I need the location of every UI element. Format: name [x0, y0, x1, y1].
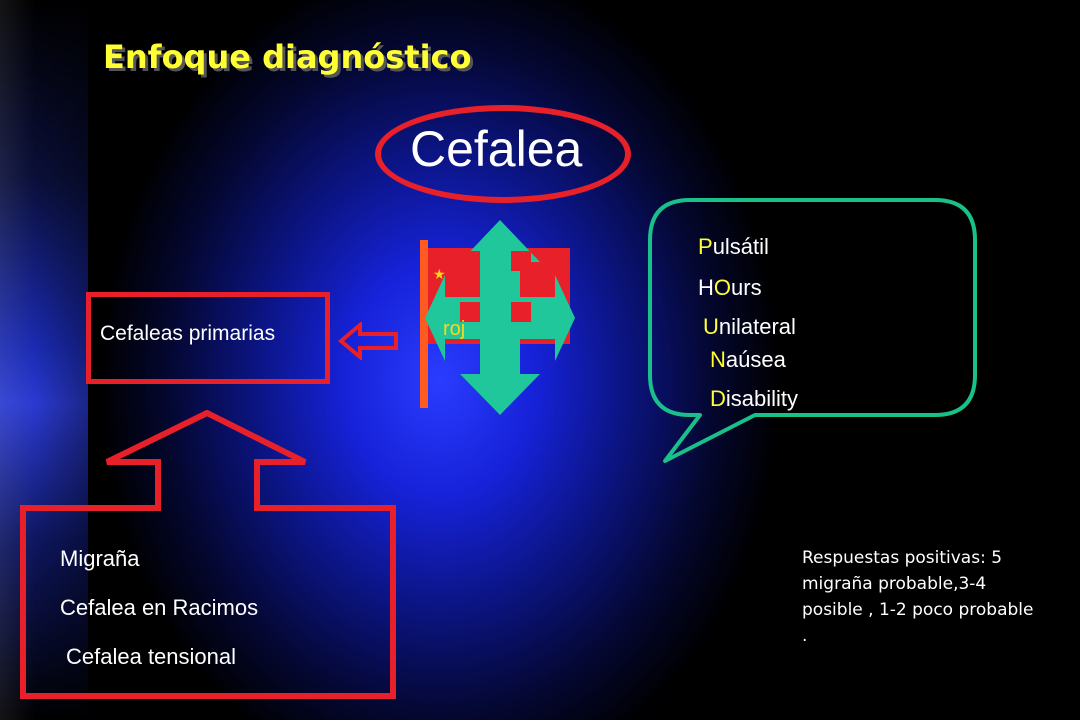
pound-rest: urs — [731, 275, 762, 300]
four-way-arrow-icon — [425, 220, 575, 415]
pound-item-nausea: Naúsea — [710, 347, 786, 373]
main-topic: Cefalea — [410, 121, 583, 177]
flag-pole — [420, 240, 428, 408]
pound-rest: isability — [725, 386, 799, 411]
left-arrow-icon — [338, 322, 398, 360]
pound-rest: ulsátil — [712, 234, 769, 259]
flag-square — [511, 251, 531, 271]
pound-initial: N — [710, 347, 726, 372]
flag-label: roj — [443, 318, 466, 340]
pound-initial: U — [703, 314, 719, 339]
pound-rest: aúsea — [725, 347, 786, 372]
up-arrow-callout-icon — [20, 410, 396, 699]
cefalea-ellipse — [375, 105, 631, 203]
pound-initial: O — [713, 275, 732, 300]
headache-type-migraine: Migraña — [60, 546, 140, 571]
pound-item-unilateral: Unilateral — [703, 314, 796, 340]
headache-type-tension: Cefalea tensional — [66, 644, 237, 669]
red-flag-icon: ★ ★ — [420, 220, 575, 415]
responses-note: Respuestas positivas: 5 migraña probable… — [802, 548, 1034, 646]
left-decorative-band — [0, 0, 88, 720]
headache-type-cluster: Cefalea en Racimos — [60, 595, 259, 620]
pound-rest: nilateral — [718, 314, 796, 339]
pound-initial: D — [710, 386, 726, 411]
pound-initial: P — [698, 234, 713, 259]
flag-square — [460, 302, 480, 322]
pound-item-hours: HOurs — [698, 275, 762, 301]
flag-star-icon: ★ — [433, 267, 446, 283]
speech-bubble-icon — [648, 198, 977, 463]
primary-headaches-box — [86, 292, 330, 384]
flag-square — [460, 251, 480, 271]
pound-item-pulsatile: Pulsátil — [698, 234, 769, 260]
pound-first: H — [698, 275, 714, 300]
flag-square — [511, 302, 531, 322]
primary-headaches-label: Cefaleas primarias — [100, 322, 276, 345]
pound-item-disability: Disability — [710, 386, 798, 412]
slide-title: Enfoque diagnóstico — [103, 38, 472, 76]
